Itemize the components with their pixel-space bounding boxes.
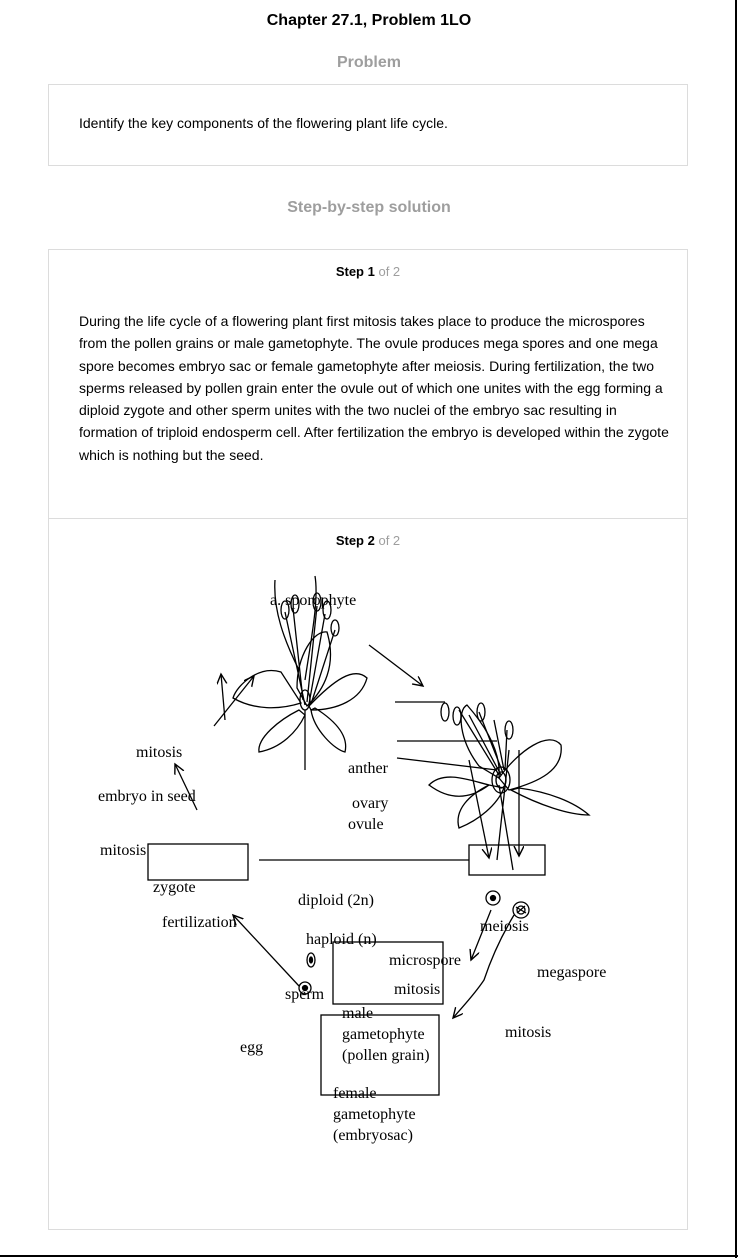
meiosis-box [468,844,546,876]
megaspore-cell-icon [512,901,530,919]
label-female-1: female [333,1085,377,1102]
sperm-cell-icon [306,952,316,968]
page-title: Chapter 27.1, Problem 1LO [266,12,472,29]
step-2-label: Step 2 of 2 [49,533,687,548]
step-2-of: of 2 [378,533,401,548]
label-mitosis-micro: mitosis [394,981,440,998]
frame-right-border [735,0,737,1258]
label-embryo-in-seed: embryo in seed [98,788,196,805]
sporophyte-flower-illustration [232,575,368,770]
label-meiosis: meiosis [480,918,529,935]
plant-life-cycle-diagram: a. sporophyte mitosis embryo in seed mit… [98,575,606,1144]
label-egg: egg [240,1039,263,1056]
male-gametophyte-box [332,941,444,1005]
fertilization-box [147,843,249,881]
label-mitosis-left: mitosis [100,842,146,859]
step-1-number: Step 1 [335,264,375,279]
label-microspore: microspore [389,952,461,969]
label-male-3: (pollen grain) [342,1047,430,1064]
label-male-1: male [342,1005,373,1022]
step-1-of: of 2 [378,264,401,279]
label-sperm: sperm [285,986,325,1003]
label-female-3: (embryosac) [333,1127,413,1144]
egg-cell-icon [298,981,312,995]
label-sporophyte: a. sporophyte [270,592,356,609]
label-mitosis-top: mitosis [136,744,182,761]
label-ovary: ovary [352,795,388,812]
step-1-text: During the life cycle of a flowering pla… [79,313,669,463]
step-1-label: Step 1 of 2 [49,264,687,279]
label-megaspore: megaspore [537,964,606,981]
label-female-2: gametophyte [333,1106,416,1123]
label-ovule: ovule [348,816,384,833]
solution-heading: Step-by-step solution [287,199,451,216]
label-male-2: gametophyte [342,1026,425,1043]
problem-text: Identify the key components of the flowe… [79,115,448,131]
label-zygote: zygote [153,879,196,896]
label-mitosis-mega: mitosis [505,1024,551,1041]
microspore-cell-icon [485,890,501,906]
solution-box: Step 1 of 2 During the life cycle of a f… [48,249,688,1230]
step-divider [49,518,687,519]
frame-bottom-border [0,1255,738,1257]
label-haploid: haploid (n) [306,931,377,948]
dissected-flower-illustration [428,702,591,871]
label-anther: anther [348,760,389,777]
step-2-number: Step 2 [335,533,375,548]
problem-heading: Problem [336,54,401,71]
female-gametophyte-box [320,1014,440,1096]
label-fertilization: fertilization [162,914,237,931]
problem-box: Identify the key components of the flowe… [48,84,688,166]
label-diploid: diploid (2n) [298,892,374,909]
